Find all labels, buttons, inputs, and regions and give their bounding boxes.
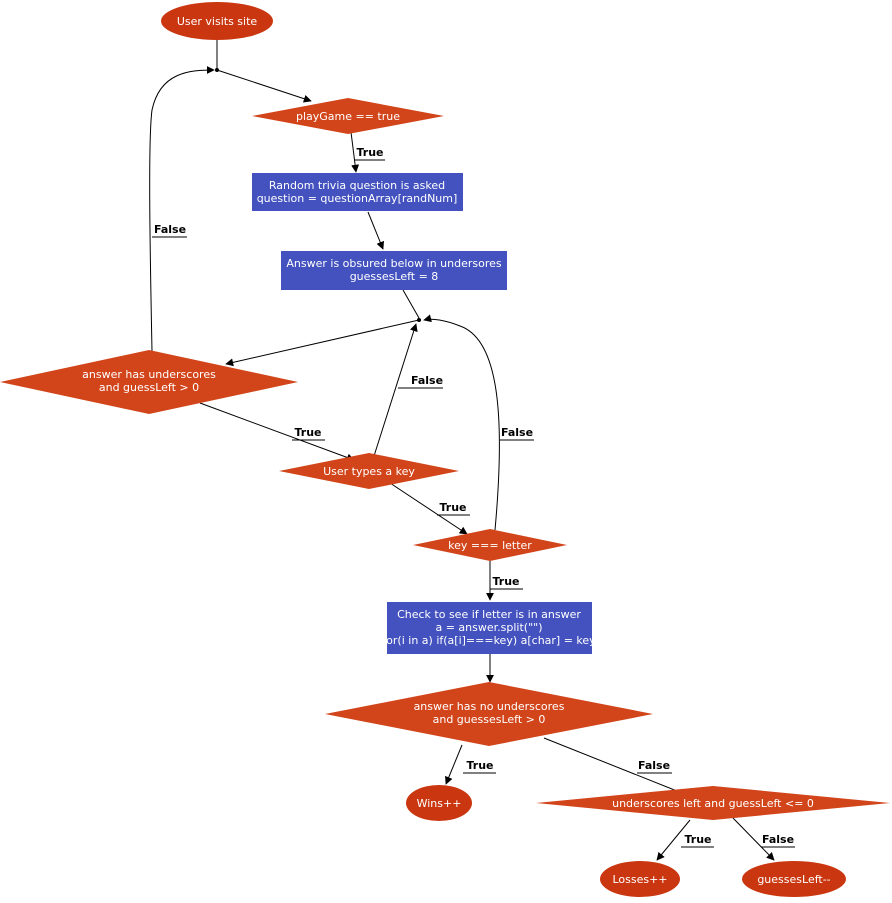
node-user-types-label: User types a key: [323, 465, 415, 478]
label-loop-false: False: [154, 223, 186, 236]
edge-hasunderscores-to-usertypes: [199, 402, 355, 462]
label-key-true: True: [492, 575, 519, 588]
node-ask-question: Random trivia question is asked question…: [252, 173, 463, 211]
node-obscure-answer-line2: guessesLeft = 8: [350, 270, 439, 283]
node-underscores-left-label: underscores left and guessLeft <= 0: [612, 797, 814, 810]
node-losses-label: Losses++: [612, 873, 667, 886]
edge-usertypes-false-to-junction2: [373, 323, 418, 457]
node-no-underscores: answer has no underscores and guessesLef…: [325, 682, 653, 746]
node-ask-question-line2: question = questionArray[randNum]: [257, 192, 458, 205]
edge-nounderscores-to-underscoresleft: [543, 737, 688, 797]
label-has-true: True: [294, 426, 321, 439]
node-check-letter: Check to see if letter is in answer a = …: [382, 602, 596, 654]
node-start-label: User visits site: [177, 15, 258, 28]
edge-underscoresleft-to-guessesleft: [732, 817, 775, 861]
edge-underscoresleft-to-losses: [656, 819, 691, 861]
node-wins: Wins++: [406, 785, 472, 821]
node-has-underscores: answer has underscores and guessLeft > 0: [0, 350, 298, 414]
label-left-true: True: [684, 833, 711, 846]
node-key-check-label: key === letter: [448, 539, 532, 552]
label-left-false: False: [762, 833, 794, 846]
edge-hasunderscores-false-loop: [149, 66, 215, 352]
node-losses: Losses++: [600, 861, 680, 897]
node-check-letter-line2: a = answer.split(""): [435, 621, 542, 634]
node-play-game-label: playGame == true: [296, 110, 400, 123]
node-key-check: key === letter: [413, 529, 567, 561]
label-key-false: False: [501, 426, 533, 439]
label-types-false: False: [411, 374, 443, 387]
edge-keycheck-false-to-junction2: [423, 314, 500, 531]
node-has-underscores-line1: answer has underscores: [82, 368, 216, 381]
edge-usertypes-to-keycheck: [389, 482, 468, 535]
node-no-underscores-line2: and guessesLeft > 0: [433, 713, 546, 726]
node-obscure-answer-line1: Answer is obsured below in undersores: [286, 257, 502, 270]
node-guesses-left-label: guessesLeft--: [757, 873, 830, 886]
edge-obscure-to-junction2: [402, 289, 420, 319]
junction-dot-middle: [417, 318, 421, 322]
edge-ask-to-obscure: [367, 211, 385, 250]
label-play-true: True: [356, 146, 383, 159]
edge-junction2-to-hasunderscores: [225, 319, 420, 367]
node-ask-question-line1: Random trivia question is asked: [269, 179, 445, 192]
edge-playgame-to-ask: [350, 131, 360, 173]
label-no-false: False: [638, 759, 670, 772]
node-no-underscores-line1: answer has no underscores: [414, 700, 565, 713]
edges: [149, 40, 775, 861]
node-check-letter-line3: for(i in a) if(a[i]===key) a[char] = key: [382, 634, 596, 647]
node-check-letter-line1: Check to see if letter is in answer: [397, 608, 581, 621]
label-no-true: True: [466, 759, 493, 772]
edge-junction1-to-playgame: [216, 69, 312, 103]
node-has-underscores-line2: and guessLeft > 0: [99, 381, 199, 394]
node-underscores-left: underscores left and guessLeft <= 0: [536, 786, 890, 820]
edge-labels: True False True False True False True Tr…: [152, 146, 795, 848]
edge-nounderscores-to-wins: [445, 744, 463, 785]
node-obscure-answer: Answer is obsured below in undersores gu…: [281, 251, 507, 290]
node-start: User visits site: [161, 2, 273, 40]
label-types-true: True: [439, 501, 466, 514]
node-guesses-left: guessesLeft--: [742, 861, 846, 897]
node-wins-label: Wins++: [417, 797, 462, 810]
junction-dot-top: [215, 68, 219, 72]
node-user-types: User types a key: [279, 453, 459, 489]
node-play-game: playGame == true: [252, 98, 444, 134]
